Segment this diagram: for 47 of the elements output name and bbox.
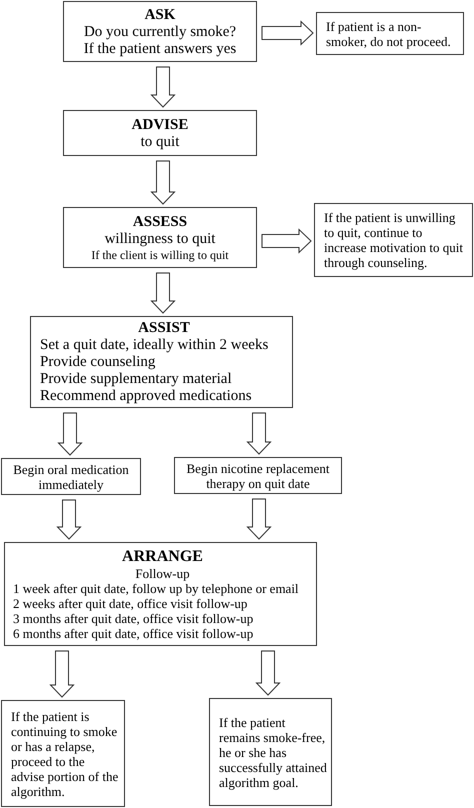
step-text: Recommend approved medications [40, 388, 253, 405]
step-text: 1 week after quit date, follow up by telephone or email [13, 580, 300, 596]
step-text: 2 weeks after quit date, office visit follow-up [13, 596, 248, 610]
block-arrow [150, 66, 176, 108]
step-text: 3 months after quit date, office visit follow-up [13, 610, 254, 626]
step-heading: ARRANGE [121, 548, 204, 566]
step-text: Set a quit date, ideally within 2 weeks [40, 337, 270, 354]
block-arrow [150, 160, 176, 205]
step-text: If the patient answers yes [84, 40, 236, 58]
block-arrow [262, 20, 314, 46]
process-box [174, 457, 342, 494]
step-text: Begin nicotine replacement therapy on quit date [186, 460, 330, 490]
process-box [1, 458, 141, 495]
process-box [1, 700, 125, 807]
step-text: If the patient is continuing to smoke or has a relapse, proceed to the advise portion of the algorithm. [11, 708, 120, 798]
step-text: willingness to quit [104, 230, 216, 248]
step-text: Provide counseling [40, 354, 156, 371]
step-text: Provide supplementary material [40, 371, 233, 388]
block-arrow [56, 500, 82, 540]
step-text: Begin oral medication immediately [12, 462, 130, 492]
block-arrow [150, 272, 176, 314]
block-arrow [262, 228, 312, 254]
process-box [63, 207, 257, 268]
step-text: Do you currently smoke? [84, 24, 236, 40]
process-box [316, 12, 464, 55]
step-text: If the client is willing to quit [91, 248, 229, 262]
step-text: If patient is a non-smoker, do not proceed. [326, 18, 452, 48]
step-text: to quit [140, 134, 180, 150]
process-box [209, 698, 332, 806]
step-text: If the patient is unwilling to quit, continue to increase motivation to quit through counseling. [324, 210, 464, 270]
step-text: Follow-up [134, 566, 191, 580]
process-box [4, 542, 317, 646]
block-arrow [246, 412, 272, 455]
process-box [30, 316, 293, 408]
block-arrow [255, 650, 281, 696]
step-heading: ASSIST [137, 319, 191, 337]
step-heading: ADVISE [132, 116, 188, 134]
block-arrow [57, 412, 83, 456]
process-box [63, 1, 257, 62]
block-arrow [49, 650, 75, 698]
step-text: 6 months after quit date, office visit follow-up [13, 626, 254, 640]
process-box [314, 203, 473, 277]
block-arrow [246, 498, 272, 540]
step-heading: ASK [144, 6, 176, 24]
step-heading: ASSESS [132, 212, 188, 230]
step-text: If the patient remains smoke-free, he or she has successfully attained algorithm goal. [219, 714, 327, 790]
process-box [63, 110, 257, 156]
